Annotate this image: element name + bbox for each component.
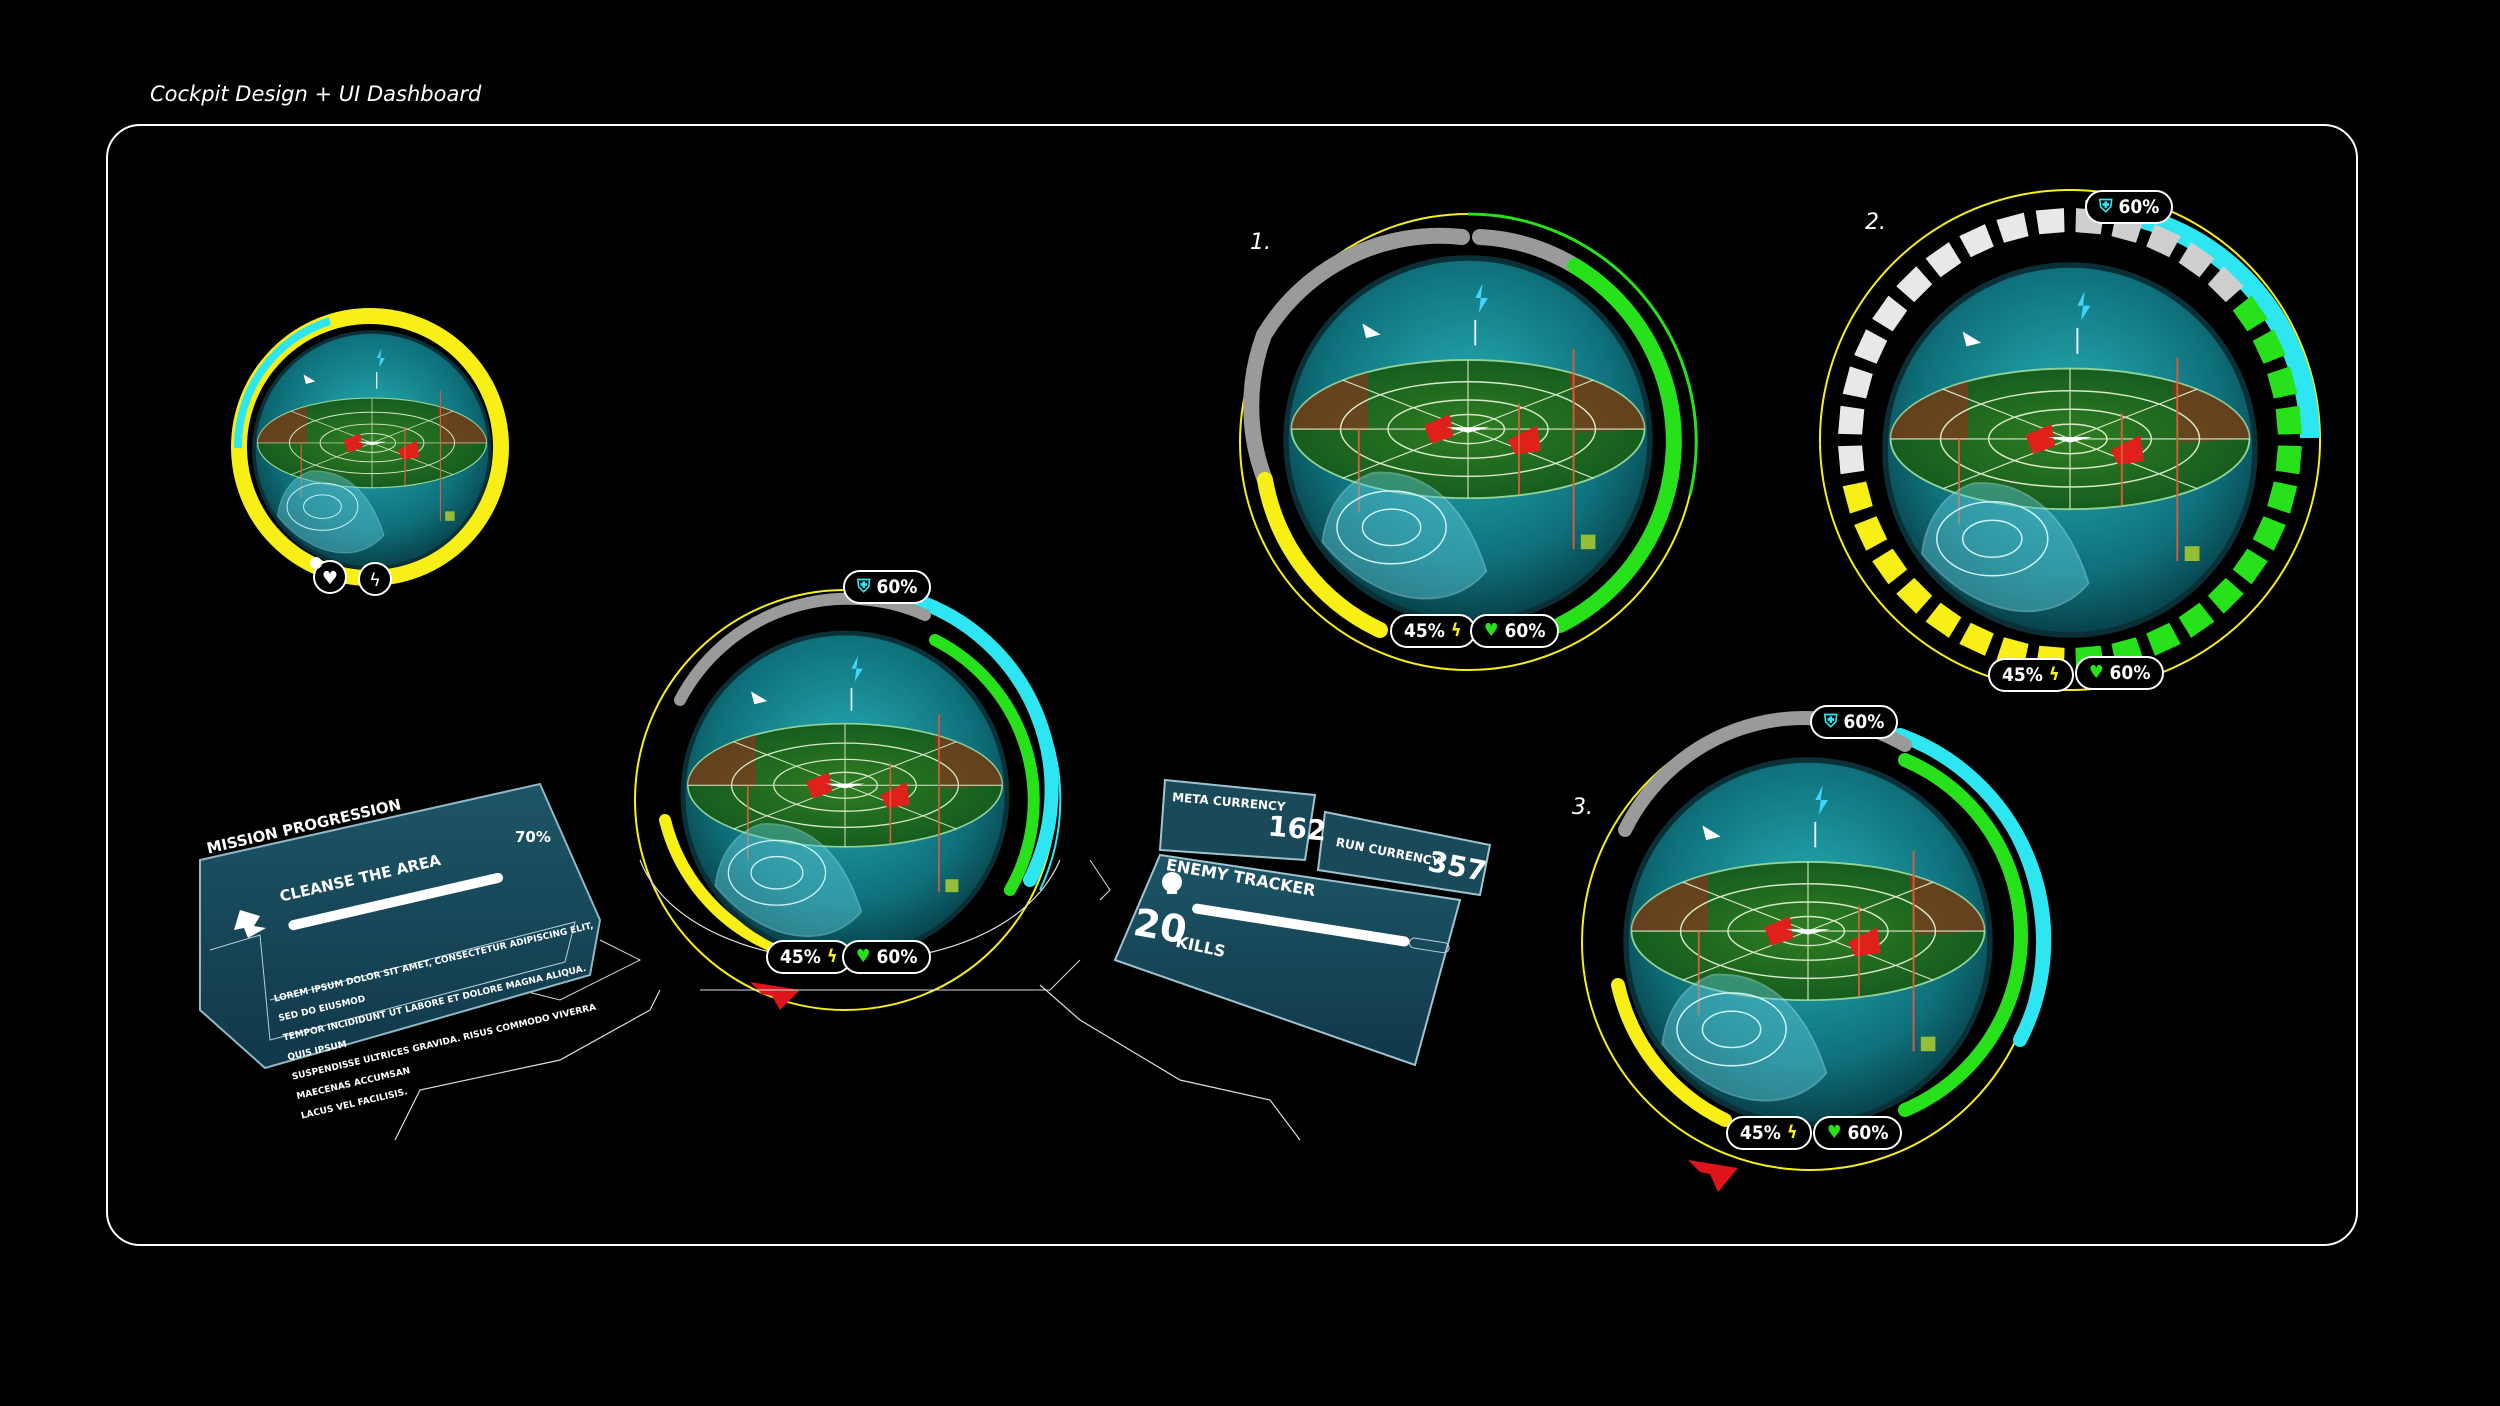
energy-badge: 45%ϟ (1390, 614, 1476, 648)
ship-marker (750, 982, 800, 1010)
lightning-icon: ϟ (826, 946, 838, 967)
heart-icon (313, 560, 347, 594)
energy-badge: 45%ϟ (766, 940, 852, 974)
ring-segment (1838, 405, 1865, 435)
ring-segment (1925, 242, 1962, 278)
ring-segment (1854, 516, 1888, 551)
energy-value: 45% (1404, 620, 1445, 642)
ring-segment (1896, 577, 1933, 614)
currency-panel (1113, 778, 1492, 1067)
ring-segment (2178, 242, 2215, 278)
ring-segment (2267, 366, 2298, 399)
skull-icon (1162, 872, 1182, 892)
ring-segment (2146, 622, 2181, 656)
lightning-icon (358, 562, 392, 596)
ring-segment (2207, 577, 2244, 614)
ring-segment (2267, 481, 2298, 514)
variant-label-3: 3. (1572, 795, 1593, 820)
ring-segment (1872, 295, 1908, 332)
health-value: 60% (1504, 620, 1546, 642)
cockpit-radar (394, 588, 1301, 1141)
lightning-icon: ϟ (2048, 664, 2060, 685)
shield-icon: ⛨ (2099, 196, 2113, 217)
ring-segment (1959, 224, 1994, 258)
energy-value: 45% (1740, 1122, 1781, 1144)
ring-segment (1896, 266, 1933, 303)
health-badge: ♥60% (2075, 656, 2165, 690)
heart-icon: ♥ (856, 946, 871, 967)
svg-text:ϟ: ϟ (369, 570, 381, 591)
ring-segment (2275, 405, 2302, 435)
ring-segment (1959, 622, 1994, 656)
shield-badge: ⛨60% (2085, 190, 2174, 224)
ring-segment (2275, 445, 2302, 475)
health-badge: ♥60% (842, 940, 932, 974)
ring-segment (1872, 548, 1908, 585)
shield-badge: ⛨60% (1810, 705, 1899, 739)
ring-segment (1842, 481, 1873, 514)
health-value: 60% (2109, 662, 2151, 684)
health-value: 60% (1847, 1122, 1889, 1144)
ring-segment (1996, 212, 2029, 243)
health-value: 60% (876, 946, 918, 968)
energy-value: 45% (2002, 664, 2043, 686)
energy-badge: 45%ϟ (1988, 658, 2074, 692)
ship-marker-3 (1688, 1160, 1738, 1192)
mission-progress-bar (288, 872, 504, 931)
heart-icon: ♥ (1827, 1122, 1842, 1143)
variant-label-1: 1. (1250, 230, 1271, 255)
enemy-tracker-bar (1192, 903, 1410, 947)
shield-badge: ⛨60% (843, 570, 932, 604)
mission-percent: 70% (515, 828, 551, 846)
ring-segment (2252, 329, 2286, 364)
ring-segment (2252, 516, 2286, 551)
shield-icon: ⛨ (857, 576, 871, 597)
svg-text:♥: ♥ (322, 568, 338, 589)
energy-value: 45% (780, 946, 821, 968)
page-title: Cockpit Design + UI Dashboard (150, 82, 482, 106)
ring-segment (1854, 329, 1888, 364)
ring-segment (2035, 208, 2065, 235)
shield-value: 60% (2118, 196, 2160, 218)
ring-segment (1842, 366, 1873, 399)
shield-icon: ⛨ (1824, 711, 1838, 732)
ring-segment (1925, 602, 1962, 638)
lightning-icon: ϟ (1786, 1122, 1798, 1143)
radar-variant-1 (1239, 212, 1698, 671)
heart-icon: ♥ (2089, 662, 2104, 683)
meta-currency-value: 162 (1266, 809, 1328, 848)
radar-variant-3 (1581, 710, 2052, 1192)
lightning-icon: ϟ (1450, 620, 1462, 641)
ring-segment (2146, 224, 2181, 258)
ring-segment (1838, 445, 1865, 475)
ring-segment (2178, 602, 2215, 638)
dashboard-frame (106, 124, 2358, 1246)
variant-label-2: 2. (1865, 210, 1886, 235)
health-badge: ♥60% (1470, 614, 1560, 648)
energy-badge: 45%ϟ (1726, 1116, 1812, 1150)
mini-radar: ♥ ϟ (231, 308, 509, 596)
ring-segment (2232, 295, 2268, 332)
shield-value: 60% (1843, 711, 1885, 733)
ring-segment (2207, 266, 2244, 303)
radar-variant-2 (1819, 189, 2321, 691)
eagle-icon (234, 910, 266, 938)
heart-icon: ♥ (1484, 620, 1499, 641)
shield-value: 60% (876, 576, 918, 598)
mission-panel (199, 782, 602, 1070)
ring-segment (2232, 548, 2268, 585)
health-badge: ♥60% (1813, 1116, 1903, 1150)
